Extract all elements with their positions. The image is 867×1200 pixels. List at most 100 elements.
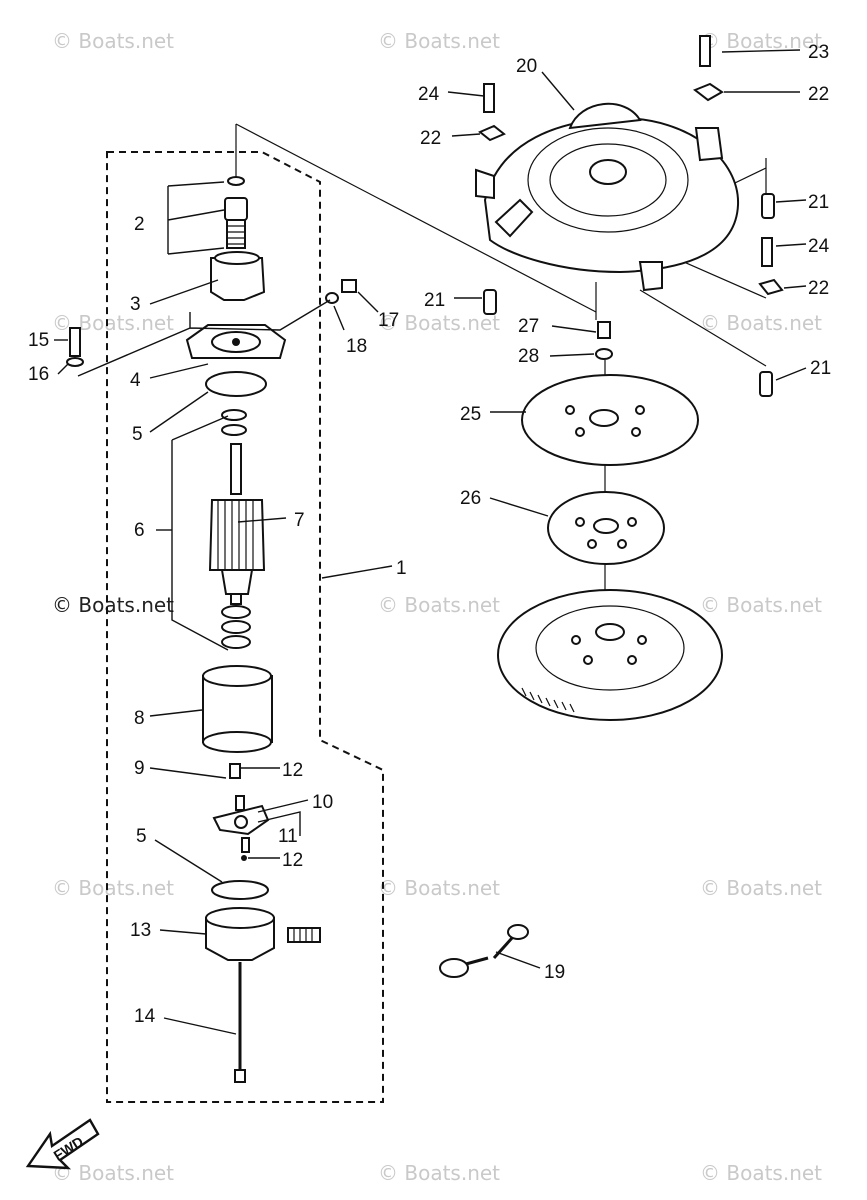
- watermarks: © Boats.net © Boats.net © Boats.net © Bo…: [52, 29, 822, 1185]
- flywheel-cover: [483, 116, 740, 274]
- bolt: [483, 83, 495, 113]
- watermark: © Boats.net: [700, 311, 822, 335]
- spring-stopper: [224, 197, 248, 221]
- washer: [221, 409, 247, 421]
- spring-coil: [293, 928, 313, 942]
- connector-lead: [492, 936, 514, 960]
- callout-24: 24: [418, 84, 440, 105]
- watermark: © Boats.net: [52, 876, 174, 900]
- flywheel-rotor: [497, 589, 723, 721]
- callout-22: 22: [808, 278, 829, 299]
- o-ring-seal: [211, 880, 269, 900]
- lock-washer: [66, 357, 84, 367]
- callout-4: 4: [130, 370, 141, 391]
- cover-ring: [549, 143, 667, 217]
- collar: [761, 193, 775, 219]
- leader-line: [321, 565, 393, 579]
- bearing-hole: [232, 338, 240, 346]
- washer: [221, 605, 251, 619]
- watermark: © Boats.net: [700, 876, 822, 900]
- watermark: © Boats.net: [52, 29, 174, 53]
- holder-center-hole: [234, 815, 248, 829]
- commutator: [220, 569, 254, 595]
- plate-hole: [565, 405, 575, 415]
- damper-plate: [478, 124, 506, 142]
- pinion-gear-top: [214, 251, 260, 265]
- plate-center-hole: [589, 409, 619, 427]
- damper-plate: [758, 278, 784, 296]
- callout-11: 11: [278, 826, 298, 847]
- callout-21: 21: [424, 290, 445, 311]
- flywheel-inner-ring: [535, 605, 685, 691]
- plate-hole: [635, 405, 645, 415]
- brush-end: [241, 855, 247, 861]
- callout-21: 21: [810, 358, 831, 379]
- callout-20: 20: [516, 56, 537, 77]
- callout-2: 2: [134, 214, 145, 235]
- flywheel-hole: [637, 635, 647, 645]
- yoke-bottom: [202, 731, 272, 753]
- watermark: © Boats.net: [378, 876, 500, 900]
- ring-plate-hole: [575, 517, 585, 527]
- callout-8: 8: [134, 708, 145, 729]
- callout-14: 14: [134, 1006, 156, 1027]
- callout-27: 27: [518, 316, 539, 337]
- armature-shaft-end: [230, 593, 242, 605]
- collar: [759, 371, 773, 397]
- yoke-top: [202, 665, 272, 687]
- ring-plate-hole: [587, 539, 597, 549]
- cover-tab: [494, 198, 534, 238]
- callout-12: 12: [282, 850, 303, 871]
- flywheel-bolt: [597, 321, 611, 339]
- flywheel-washer: [595, 348, 613, 360]
- washer: [221, 424, 247, 436]
- cover-mount: [694, 127, 724, 162]
- ring-plate-hole: [627, 517, 637, 527]
- callout-22: 22: [420, 128, 441, 149]
- armature-winding: [217, 500, 254, 570]
- callout-28: 28: [518, 346, 539, 367]
- callout-labels: 1 2 3 4 5 6 7 8 9 10 11 12 12 5 13 14 15…: [28, 42, 831, 1027]
- callout-17: 17: [378, 310, 399, 331]
- washer: [221, 620, 251, 634]
- callout-12: 12: [282, 760, 303, 781]
- leader-lines: [54, 49, 807, 1035]
- callout-7: 7: [294, 510, 305, 531]
- o-ring-seal: [205, 371, 267, 397]
- pinion-spring: [226, 219, 246, 249]
- callout-23: 23: [808, 42, 829, 63]
- bolt: [69, 327, 81, 357]
- watermark: © Boats.net: [700, 593, 822, 617]
- callout-18: 18: [346, 336, 367, 357]
- brush-pin: [241, 837, 250, 853]
- bolt: [761, 237, 773, 267]
- callout-24: 24: [808, 236, 830, 257]
- armature-core: [208, 499, 266, 571]
- callout-25: 25: [460, 404, 481, 425]
- pinion-gear: [210, 257, 266, 301]
- alignment-line: [235, 123, 597, 313]
- callout-5: 5: [136, 826, 147, 847]
- washer: [221, 635, 251, 649]
- collar: [483, 289, 497, 315]
- alignment-line: [639, 289, 767, 367]
- callout-15: 15: [28, 330, 49, 351]
- callout-16: 16: [28, 364, 49, 385]
- callout-3: 3: [130, 294, 141, 315]
- callout-5: 5: [132, 424, 143, 445]
- callout-6: 6: [134, 520, 145, 541]
- callout-19: 19: [544, 962, 565, 983]
- brush-spring: [235, 795, 245, 811]
- ring-plate-hole: [617, 539, 627, 549]
- connector-cap: [439, 958, 469, 978]
- watermark-dark: © Boats.net: [52, 593, 174, 617]
- plate-hole: [631, 427, 641, 437]
- cover-mount: [475, 168, 495, 200]
- callout-26: 26: [460, 488, 481, 509]
- watermark: © Boats.net: [700, 29, 822, 53]
- clip-ring: [227, 176, 245, 186]
- spring-coil: [227, 225, 245, 245]
- connector-lead: [465, 956, 489, 966]
- connector-cap: [507, 924, 529, 940]
